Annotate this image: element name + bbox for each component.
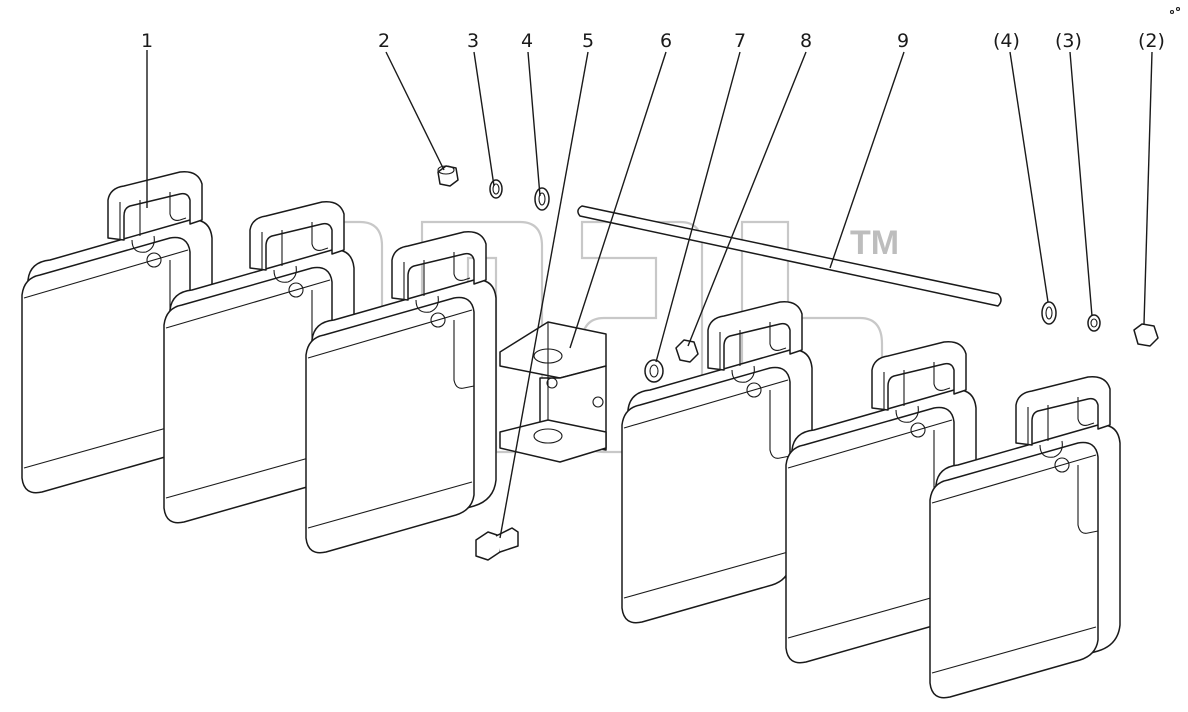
- callout-8: 8: [800, 30, 812, 52]
- trademark-label: TM: [850, 224, 899, 262]
- nut-2b: [1133, 323, 1159, 347]
- bolt-5: [475, 527, 519, 561]
- lock-washer-3b: [1087, 314, 1101, 332]
- callout-3-paren: (3): [1055, 30, 1082, 52]
- callout-2: 2: [378, 30, 390, 52]
- lock-washer-3: [489, 179, 503, 199]
- washer-4: [534, 187, 550, 211]
- callout-1: 1: [141, 30, 153, 52]
- nut-8: [675, 339, 699, 363]
- mounting-bracket: [499, 321, 607, 463]
- leader-lines: [146, 50, 1153, 539]
- callout-labels: 1 2 3 4 5 6 7 8 9 (4) (3) (2): [141, 30, 1165, 52]
- corner-mark: [1169, 6, 1181, 15]
- callout-6: 6: [660, 30, 672, 52]
- callout-3: 3: [467, 30, 479, 52]
- callout-4-paren: (4): [993, 30, 1020, 52]
- callout-7: 7: [734, 30, 746, 52]
- nut-2: [437, 165, 459, 187]
- callout-2-paren: (2): [1138, 30, 1165, 52]
- callout-9: 9: [897, 30, 909, 52]
- callout-5: 5: [582, 30, 594, 52]
- callout-4: 4: [521, 30, 533, 52]
- rod: [577, 205, 1002, 307]
- counterweight-4: [621, 301, 813, 624]
- washer-7: [644, 359, 664, 383]
- washer-4b: [1041, 301, 1057, 325]
